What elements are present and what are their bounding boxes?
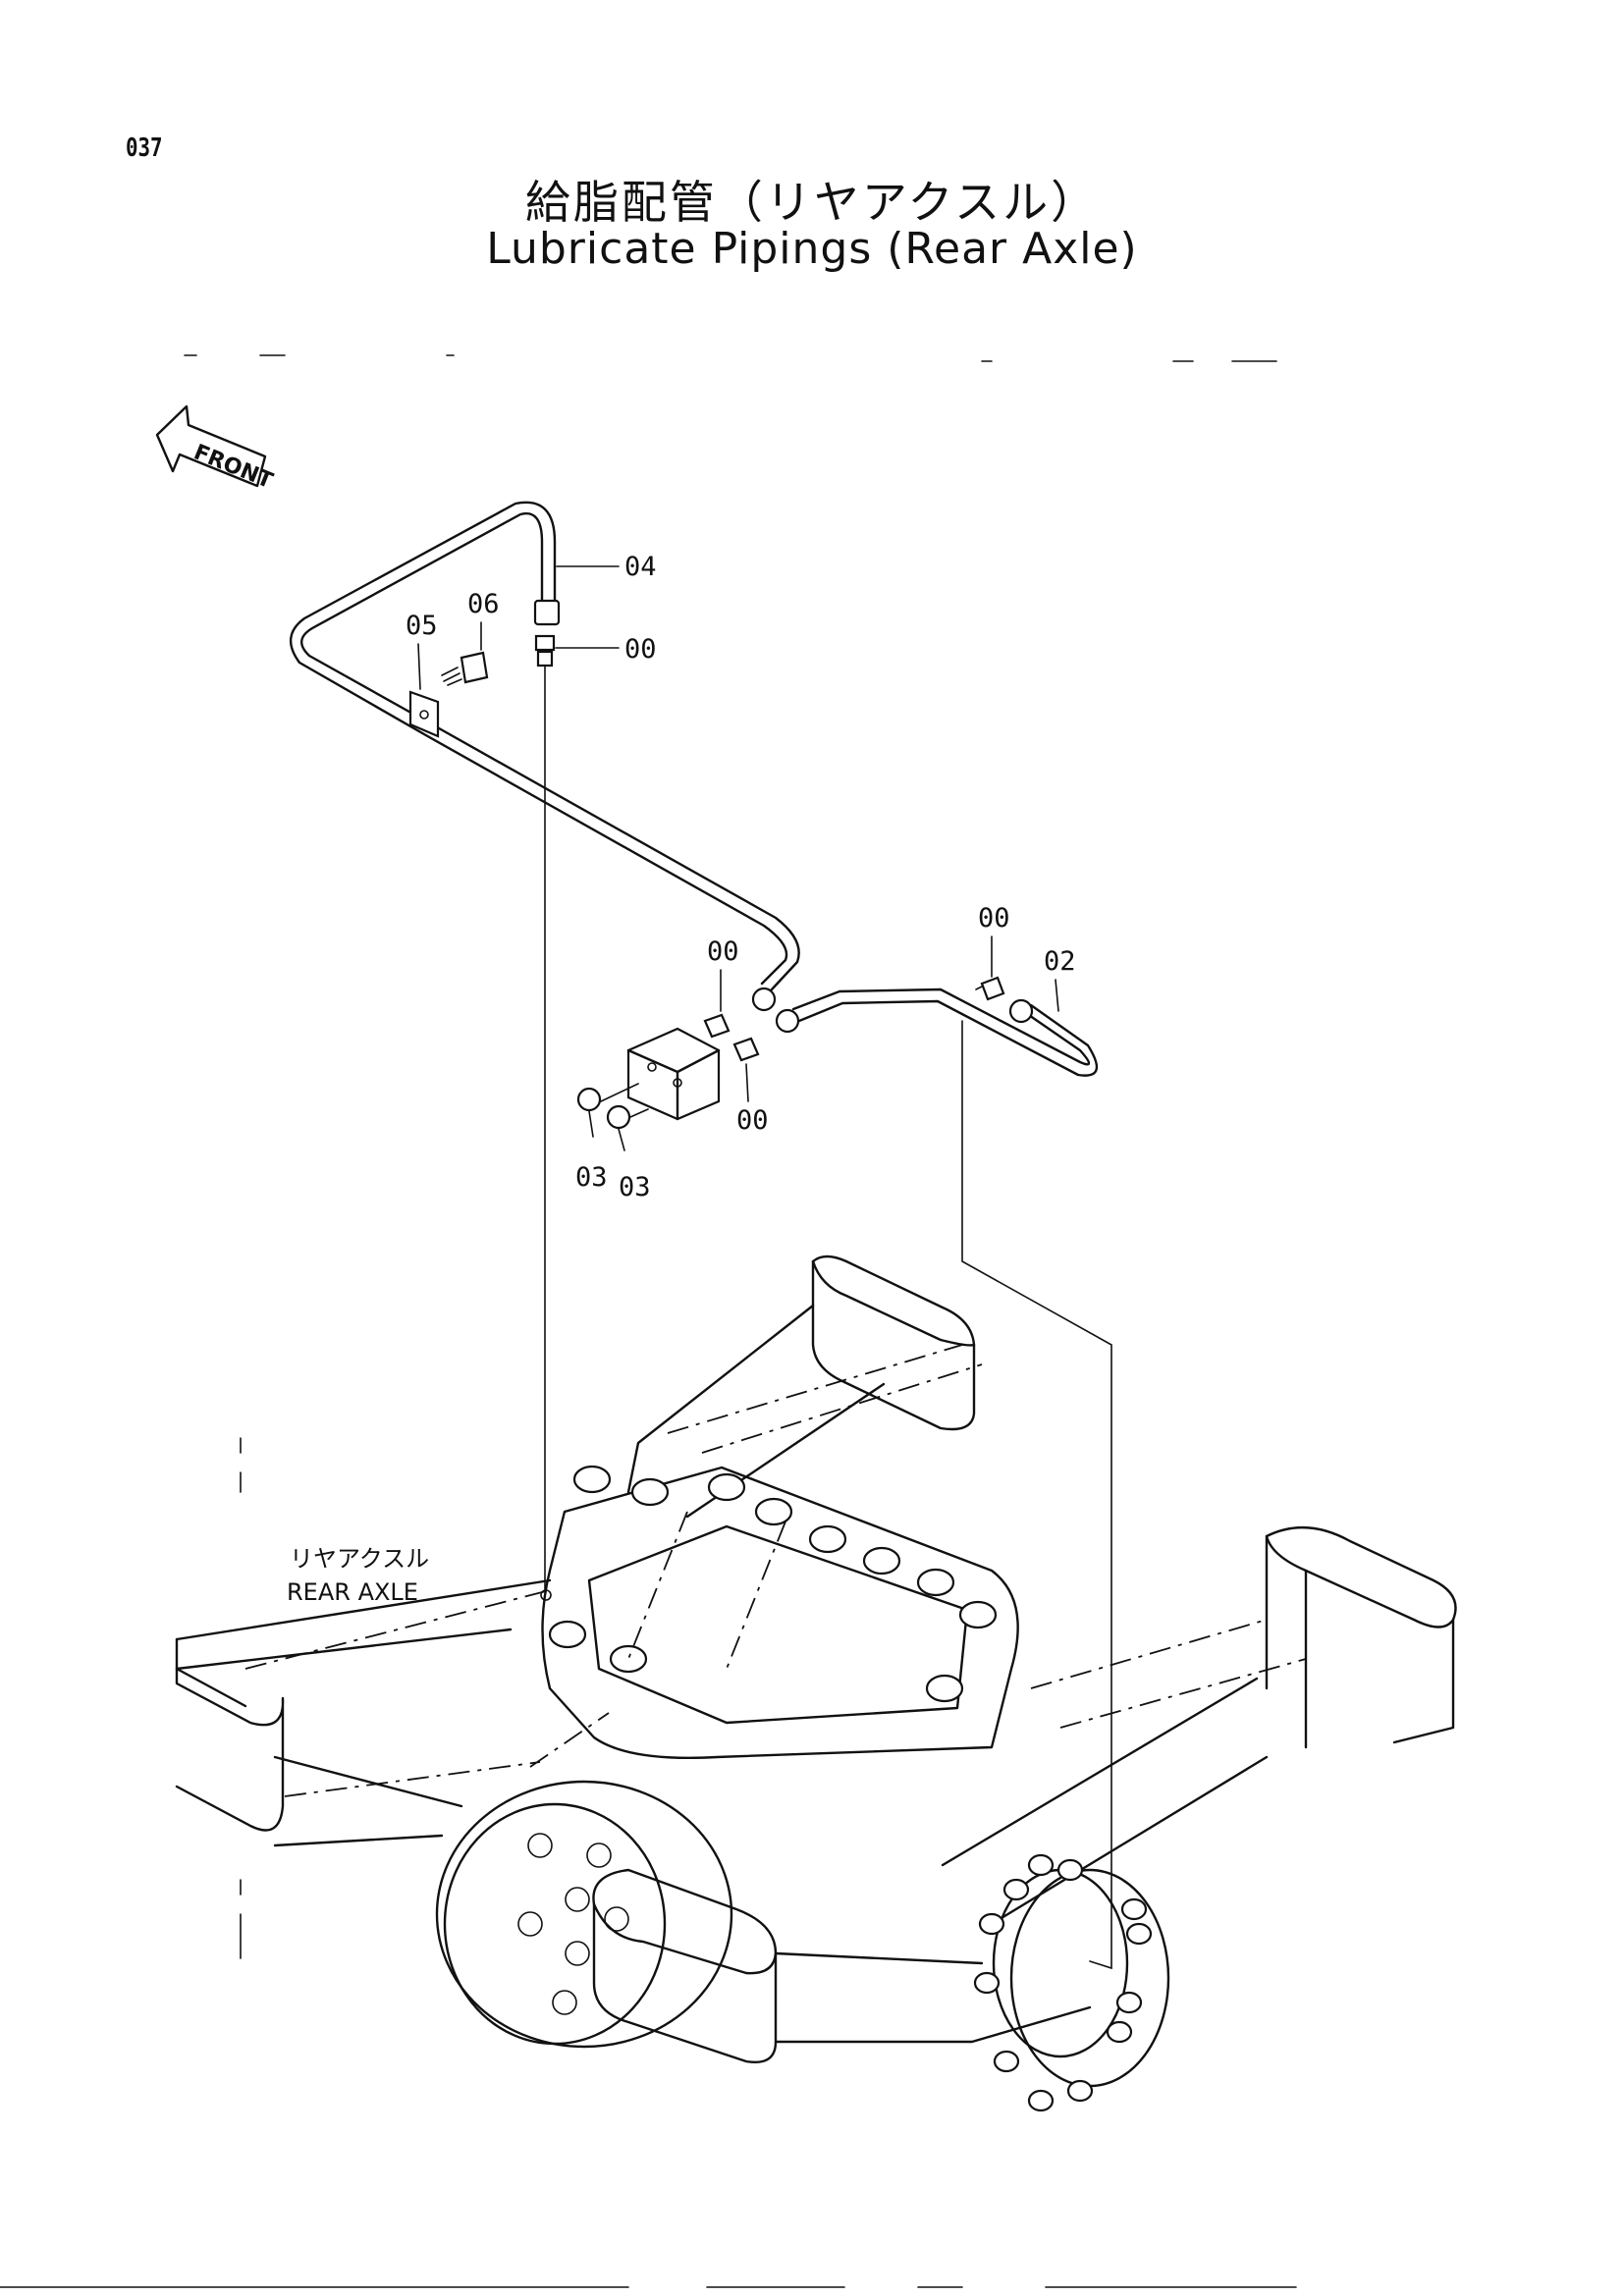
front-arrow-icon: FRONT xyxy=(155,404,276,494)
distribution-block xyxy=(576,1013,760,1151)
fitting-right xyxy=(975,976,1005,1001)
callout-00-right: 00 xyxy=(978,903,1010,934)
leader-00-block-right xyxy=(745,1063,749,1102)
leader-02 xyxy=(1055,979,1059,1012)
rear-axle-assembly xyxy=(175,1255,1457,2112)
page-title-japanese: 給脂配管（リヤアクスル） xyxy=(524,176,1100,229)
callout-00-block-left: 00 xyxy=(707,936,739,967)
scan-artifacts xyxy=(0,354,1297,2288)
page-number: 037 xyxy=(126,133,163,163)
callout-03-left: 03 xyxy=(575,1162,608,1193)
rear-axle-label-english: REAR AXLE xyxy=(287,1578,418,1606)
leader-line-hub xyxy=(961,1020,1112,1970)
pipe-clamp xyxy=(408,690,440,738)
callout-06: 06 xyxy=(467,589,500,619)
callout-02: 02 xyxy=(1044,946,1076,977)
lubrication-pipe-upper xyxy=(290,501,800,991)
callout-00-top: 00 xyxy=(624,634,657,665)
fitting-top xyxy=(534,634,556,1601)
callout-04: 04 xyxy=(624,552,657,582)
callout-03-right: 03 xyxy=(619,1172,651,1202)
callout-05: 05 xyxy=(406,611,438,641)
front-arrow-label: FRONT xyxy=(190,440,276,494)
callouts: 04 00 06 05 00 00 00 02 03 03 xyxy=(406,552,1076,1202)
callout-00-block-right: 00 xyxy=(736,1105,769,1136)
lubrication-pipe-lower xyxy=(751,987,1099,1077)
page-title-english: Lubricate Pipings (Rear Axle) xyxy=(486,224,1138,274)
leader-05 xyxy=(417,643,421,690)
rear-axle-label-japanese: リヤアクスル xyxy=(290,1545,429,1573)
clamp-bolt xyxy=(441,651,489,686)
